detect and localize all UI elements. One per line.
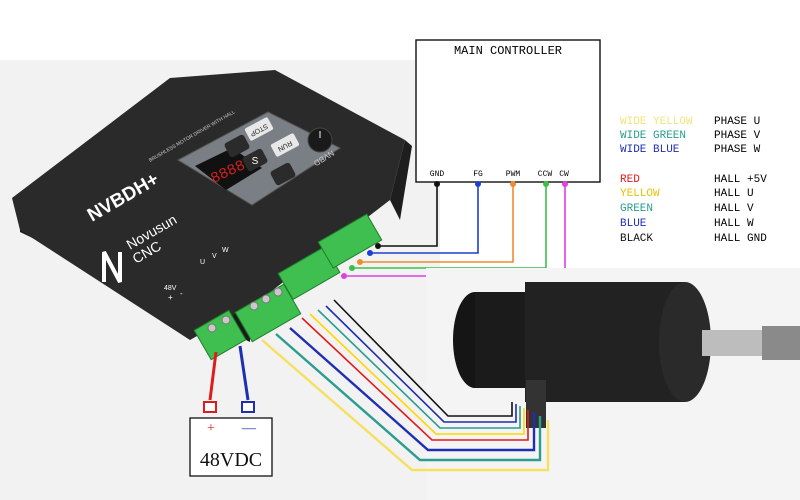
pwm-wire (360, 184, 514, 263)
power-supply-plus: + (207, 421, 215, 436)
legend-signal-7: HALL GND (714, 233, 767, 245)
main-controller-box (415, 39, 601, 183)
motor-main-body (525, 282, 685, 402)
phase-pin-u: U (200, 259, 205, 266)
wide-yellow-wire (261, 339, 550, 472)
terminal-screws (207, 287, 283, 333)
legend-signal-4: HALL U (714, 188, 754, 200)
pin-label-gnd: GND (430, 170, 445, 179)
set-key[interactable] (242, 148, 269, 172)
cw-pin-dot (562, 181, 568, 187)
motor-shaft-collet (702, 330, 762, 356)
pwm-pin-dot (510, 181, 516, 187)
legend-color-3: RED (620, 174, 640, 186)
motor-shaft-tool (762, 326, 800, 360)
negative-terminal (241, 401, 255, 413)
motor-wires (261, 299, 550, 472)
voltage-label: 48V (164, 285, 177, 292)
wide-blue-wire (289, 327, 536, 452)
down-key[interactable] (270, 162, 297, 186)
phase-pin-w: W (222, 247, 229, 254)
hall-green-wire (317, 309, 521, 429)
legend-color-2: WIDE BLUE (620, 144, 680, 156)
legend-signal-3: HALL +5V (714, 174, 767, 186)
hall-black-wire (333, 299, 513, 417)
legend-signal-2: PHASE W (714, 144, 761, 156)
speed-knob[interactable] (307, 127, 333, 153)
ccw-terminal-dot (349, 265, 355, 271)
negative-wire (238, 345, 250, 401)
fg-terminal-dot (367, 250, 373, 256)
legend-signal-0: PHASE U (714, 116, 760, 128)
legend-signal-6: HALL W (714, 218, 754, 230)
pwm-terminal-dot (357, 259, 363, 265)
gnd-wire (378, 184, 438, 247)
run-key[interactable] (270, 133, 300, 158)
power-supply-minus: — (241, 421, 257, 436)
power-pin-minus: - (180, 289, 183, 298)
legend-color-1: WIDE GREEN (620, 130, 686, 142)
ccw-pin-dot (543, 181, 549, 187)
positive-wire (208, 351, 218, 401)
pin-label-pwm: PWM (506, 170, 521, 179)
power-supply: + — 48VDC (189, 345, 273, 477)
phase-terminal (234, 283, 302, 343)
pin-label-fg: FG (473, 170, 483, 179)
legend-signal-5: HALL V (714, 203, 754, 215)
positive-terminal (203, 401, 217, 413)
motor-rear-body (475, 292, 525, 388)
driver-side-face (390, 140, 412, 220)
motor-front-face (659, 282, 711, 402)
legend-signal-1: PHASE V (714, 130, 761, 142)
hall-yellow-wire (309, 313, 525, 435)
bldc-motor (426, 268, 800, 500)
power-terminal (193, 309, 247, 361)
signal-terminal (317, 213, 383, 269)
novusun-logo-icon (102, 251, 122, 283)
cw-terminal-dot (341, 273, 347, 279)
motor-cable-outlet (526, 380, 546, 428)
legend-color-4: YELLOW (620, 188, 660, 200)
fg-pin-dot (475, 181, 481, 187)
fg-wire (370, 184, 479, 254)
power-supply-box (189, 417, 273, 477)
main-controller-title: MAIN CONTROLLER (454, 44, 562, 58)
legend-color-7: BLACK (620, 233, 653, 245)
gnd-pin-dot (434, 181, 440, 187)
wide-green-wire (275, 333, 542, 462)
hall-blue-wire (325, 305, 517, 423)
legend-color-6: BLUE (620, 218, 647, 230)
legend-color-5: GREEN (620, 203, 653, 215)
gnd-terminal-dot (375, 243, 381, 249)
stop-key[interactable] (244, 117, 274, 142)
set-key-label: S (252, 156, 259, 167)
power-supply-label: 48VDC (200, 449, 262, 471)
legend-color-0: WIDE YELLOW (620, 116, 693, 128)
main-controller: MAIN CONTROLLER GND FG PWM CCW CW (415, 39, 601, 183)
pin-label-cw: CW (559, 170, 569, 179)
up-key[interactable] (224, 134, 251, 158)
pin-label-ccw: CCW (538, 170, 553, 179)
power-pin-plus: + (168, 293, 173, 302)
wire-color-legend: WIDE YELLOW PHASE U WIDE GREEN PHASE V W… (620, 116, 767, 245)
motor-driver: 8888 S STOP RUN NVBDH+ Novusun CNC BRUSH… (12, 70, 412, 361)
hall-red-wire (301, 317, 529, 441)
phase-pin-v: V (212, 253, 217, 260)
